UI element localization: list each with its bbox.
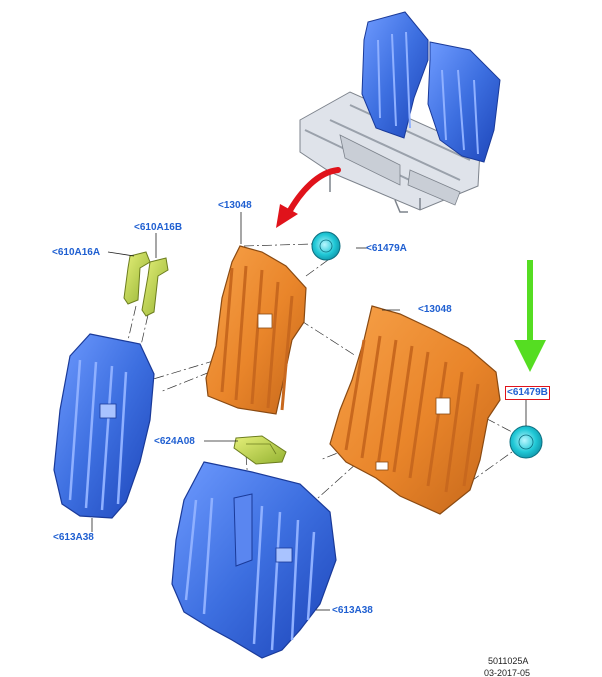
seat-back-left — [361, 11, 429, 139]
diagram-date: 03-2017-05 — [484, 668, 531, 677]
panel-13048-left — [205, 245, 307, 415]
cover-613A38-left — [53, 333, 155, 519]
callout-624A08[interactable]: <624A08 — [154, 436, 195, 447]
callout-613A38-left[interactable]: <613A38 — [53, 532, 94, 543]
callout-610A16B[interactable]: <610A16B — [134, 222, 183, 233]
curved-arrow-head — [276, 204, 298, 228]
down-arrow-head — [514, 340, 546, 372]
callout-610A16A[interactable]: <610A16A — [52, 247, 101, 258]
callout-13048-right[interactable]: <13048 — [418, 304, 452, 315]
diagram-id: 5011025A — [488, 656, 529, 666]
cover-613A38-bottom — [171, 461, 337, 659]
bracket-624A08 — [233, 435, 287, 465]
curved-arrow-icon — [285, 167, 341, 217]
bracket-610A16A — [123, 251, 151, 305]
callout-61479B[interactable]: <61479B — [505, 386, 550, 400]
callout-13048-left[interactable]: <13048 — [218, 200, 252, 211]
callout-61479A[interactable]: <61479A — [366, 243, 407, 254]
callout-pointers — [91, 212, 527, 611]
clip-61479A — [311, 231, 341, 261]
callout-613A38-bottom[interactable]: <613A38 — [332, 605, 373, 616]
panel-13048-right — [329, 305, 501, 515]
bracket-610A16B — [141, 257, 169, 317]
seat-frame-assembly — [299, 91, 481, 213]
seat-back-right — [427, 41, 501, 163]
down-arrow-icon — [527, 260, 533, 342]
clip-61479B — [509, 425, 543, 459]
